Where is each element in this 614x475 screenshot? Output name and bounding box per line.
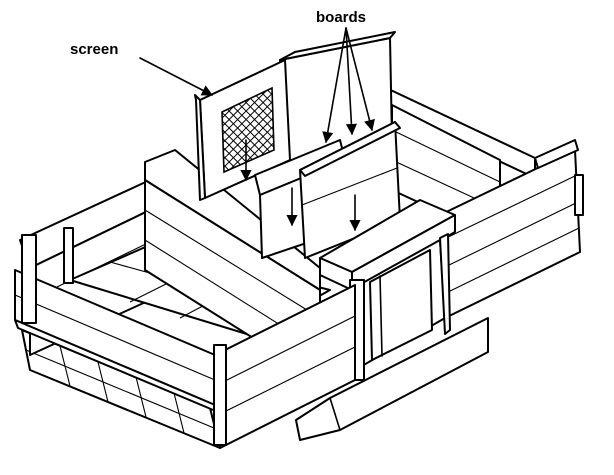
right-tank-front-wall — [439, 139, 584, 319]
screen-label: screen — [70, 41, 118, 58]
boards-label: boards — [316, 9, 366, 26]
screen-leader-line — [139, 57, 213, 96]
boards-leader-lines — [322, 27, 375, 144]
drain-base — [295, 317, 489, 441]
front-left-wall — [14, 227, 219, 413]
stop-board-front — [299, 121, 401, 259]
stop-board-back — [279, 31, 396, 166]
front-center-wall — [213, 284, 356, 449]
